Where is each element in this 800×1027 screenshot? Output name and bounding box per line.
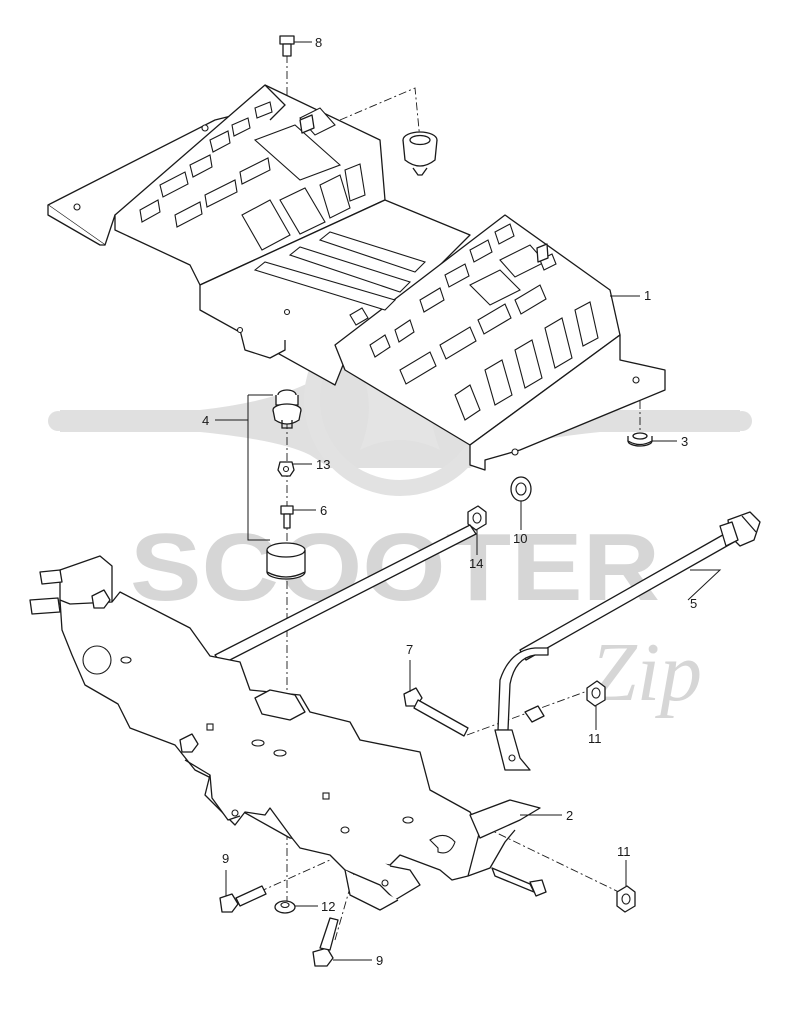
nut-11-lower — [616, 885, 636, 913]
callout-5: 5 — [690, 596, 697, 611]
callout-12: 12 — [321, 899, 335, 914]
right-vent-slots — [369, 223, 599, 421]
axis-grommet — [339, 87, 421, 141]
callout-7: 7 — [406, 642, 413, 657]
bolt-8 — [279, 35, 295, 57]
nut-14 — [467, 505, 487, 531]
bolt-9-lower — [312, 917, 339, 967]
grommet-3 — [627, 432, 653, 447]
bolt-9-left — [219, 885, 267, 913]
curved-bracket — [494, 647, 549, 771]
watermark-script-text: Zip — [590, 626, 702, 719]
nut-12 — [274, 900, 296, 914]
callout-11-upper: 11 — [588, 731, 602, 746]
callout-1: 1 — [644, 288, 651, 303]
nut-11-upper — [586, 680, 606, 707]
callout-11-lower: 11 — [617, 844, 631, 859]
callout-13: 13 — [316, 457, 330, 472]
callout-4: 4 — [202, 413, 209, 428]
bolt-7 — [403, 687, 469, 737]
lower-frame-bracket — [29, 555, 547, 911]
watermark-knob-left — [48, 411, 68, 431]
left-vent-slots — [139, 101, 366, 251]
callout-3: 3 — [681, 434, 688, 449]
callout-2: 2 — [566, 808, 573, 823]
callout-6: 6 — [320, 503, 327, 518]
callout-9-lower: 9 — [376, 953, 383, 968]
nut-13 — [277, 461, 295, 477]
center-vent-slots — [253, 231, 427, 326]
callouts: 8 1 3 4 13 6 14 10 5 7 11 2 11 9 12 9 — [202, 35, 697, 968]
rubber-mount-4 — [272, 389, 302, 429]
collar-4 — [266, 542, 306, 580]
watermark-knob-right — [732, 411, 752, 431]
leader-lines — [215, 41, 722, 961]
upper-floor-plate — [47, 84, 666, 471]
axis-nut-11b — [469, 819, 626, 896]
plate-grommet — [402, 131, 438, 176]
washer-10 — [510, 476, 532, 502]
callout-14: 14 — [469, 556, 483, 571]
bolt-6 — [280, 505, 294, 529]
callout-10: 10 — [513, 531, 527, 546]
callout-8: 8 — [315, 35, 322, 50]
callout-9-left: 9 — [222, 851, 229, 866]
